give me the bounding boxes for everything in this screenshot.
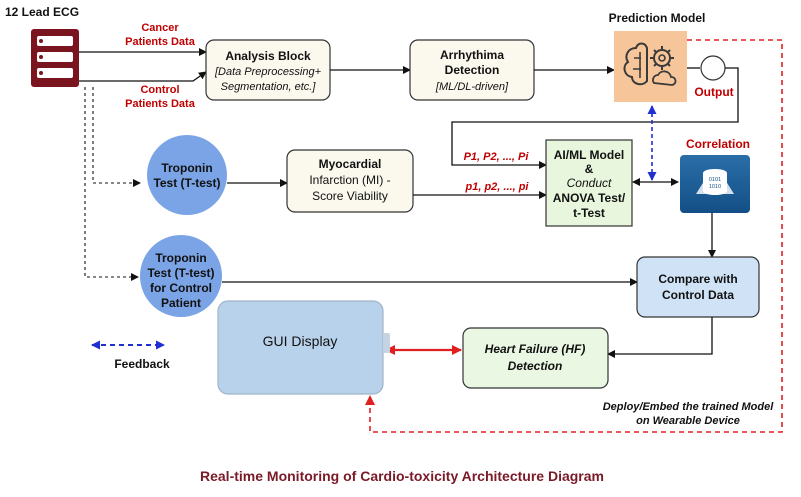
output-label: Output — [694, 85, 733, 99]
deploy-label-2: on Wearable Device — [636, 415, 740, 427]
svg-text:0101: 0101 — [709, 177, 721, 183]
heart-failure-block: Heart Failure (HF) Detection — [462, 327, 609, 389]
database-binary-icon: 0101 1010 — [680, 155, 750, 213]
svg-text:Infarction (MI) -: Infarction (MI) - — [309, 173, 390, 187]
prediction-model-title: Prediction Model — [609, 11, 706, 25]
correlation-label: Correlation — [686, 137, 750, 151]
cancer-label-1: Cancer — [141, 22, 179, 34]
brain-gear-icon — [614, 31, 687, 102]
svg-text:Detection: Detection — [508, 359, 563, 373]
cancer-label-2: Patients Data — [125, 36, 196, 48]
svg-text:Test (T-test): Test (T-test) — [153, 176, 220, 190]
troponin-control-node: Troponin Test (T-test) for Control Patie… — [140, 235, 222, 317]
p-upper-label: P1, P2, ..., Pi — [464, 151, 530, 163]
gui-display-block: GUI Display — [217, 300, 390, 395]
compare-to-hf-arrow — [607, 317, 713, 358]
svg-text:Conduct: Conduct — [567, 176, 612, 190]
svg-text:ANOVA Test/: ANOVA Test/ — [553, 191, 626, 205]
svg-text:for Control: for Control — [150, 281, 212, 295]
svg-text:1010: 1010 — [709, 184, 721, 190]
svg-text:t-Test: t-Test — [573, 206, 605, 220]
mi-score-block: Myocardial Infarction (MI) - Score Viabi… — [286, 149, 414, 213]
svg-text:[ML/DL-driven]: [ML/DL-driven] — [435, 81, 509, 93]
arrhythmia-detection-block: Arrhythima Detection [ML/DL-driven] — [409, 39, 535, 101]
control-label-1: Control — [140, 84, 179, 96]
svg-text:[Data Preprocessing+: [Data Preprocessing+ — [214, 66, 322, 78]
svg-text:Heart Failure (HF): Heart Failure (HF) — [485, 342, 586, 356]
svg-text:Test (T-test): Test (T-test) — [147, 266, 214, 280]
server-icon — [31, 29, 79, 87]
svg-text:Arrhythima: Arrhythima — [440, 48, 504, 62]
analysis-block: Analysis Block [Data Preprocessing+ Segm… — [205, 39, 331, 101]
svg-text:Troponin: Troponin — [161, 161, 212, 175]
svg-text:Score Viability: Score Viability — [312, 189, 388, 203]
svg-text:Patient: Patient — [161, 296, 201, 310]
svg-text:Detection: Detection — [445, 63, 500, 77]
svg-text:AI/ML Model: AI/ML Model — [554, 148, 624, 162]
p-lower-label: p1, p2, ..., pi — [465, 181, 530, 193]
aiml-model-block: AI/ML Model & Conduct ANOVA Test/ t-Test — [545, 139, 633, 227]
svg-text:Myocardial: Myocardial — [319, 157, 382, 171]
compare-control-block: Compare with Control Data — [636, 256, 760, 318]
svg-text:Analysis Block: Analysis Block — [225, 49, 311, 63]
ecg-title: 12 Lead ECG — [5, 5, 79, 19]
ecg-to-troponin1-dotted — [92, 87, 141, 187]
deploy-label-1: Deploy/Embed the trained Model — [603, 401, 774, 413]
control-data-arrow — [79, 71, 207, 82]
feedback-label: Feedback — [114, 357, 170, 371]
svg-text:&: & — [585, 162, 594, 176]
svg-text:Troponin: Troponin — [155, 251, 206, 265]
deploy-dashed-path — [365, 39, 783, 433]
svg-text:GUI Display: GUI Display — [263, 333, 338, 349]
ecg-to-troponin2-dotted — [84, 87, 139, 281]
output-node — [700, 55, 726, 81]
svg-text:Control Data: Control Data — [662, 288, 734, 302]
svg-text:Segmentation, etc.]: Segmentation, etc.] — [221, 81, 317, 93]
control-label-2: Patients Data — [125, 98, 196, 110]
svg-text:Compare with: Compare with — [658, 272, 737, 286]
diagram-caption: Real-time Monitoring of Cardio-toxicity … — [200, 468, 604, 484]
troponin-test-node: Troponin Test (T-test) — [147, 135, 227, 215]
output-to-aiml-arrow — [451, 67, 739, 169]
